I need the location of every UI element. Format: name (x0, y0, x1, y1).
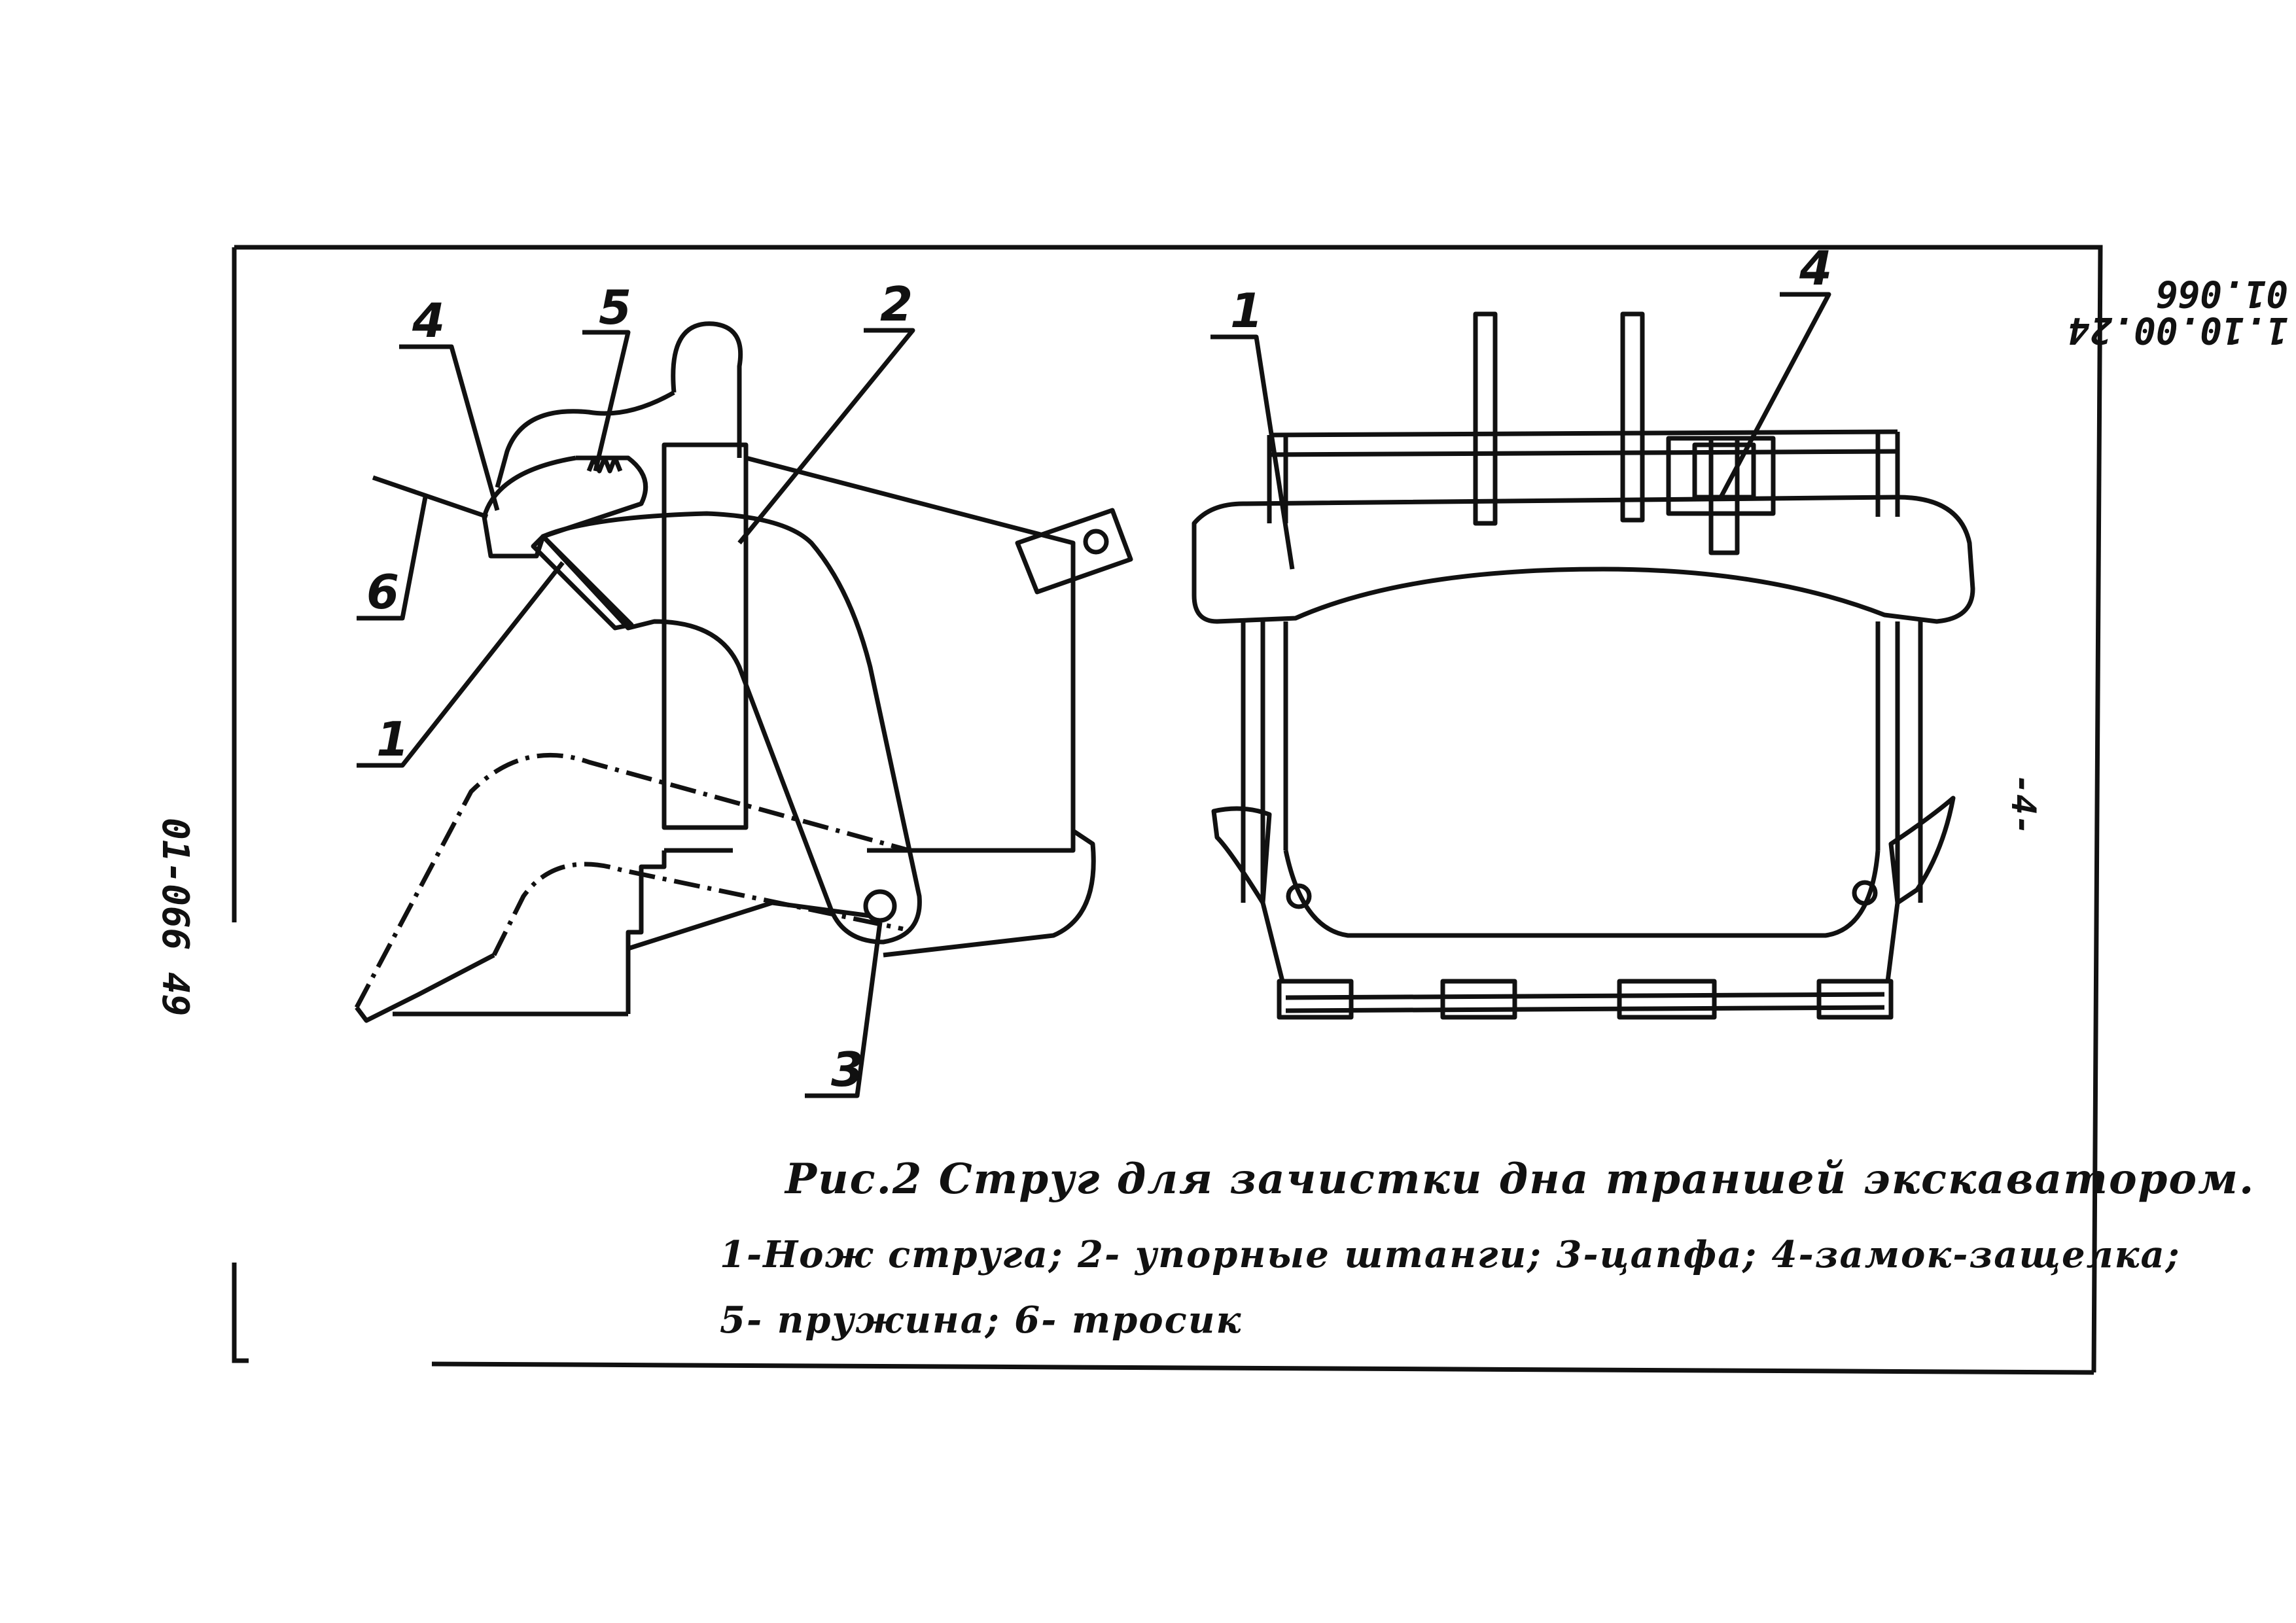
ear-hole (1083, 529, 1109, 555)
figure-caption-title: Рис.2 Струг для зачистки дна траншей экс… (785, 1155, 2255, 1204)
callout-1-side: 1 (376, 712, 409, 767)
callout-3-side: 3 (831, 1042, 864, 1097)
skid-1 (1277, 979, 1354, 1020)
bolt-left (1286, 883, 1312, 909)
base-bar (1285, 992, 1885, 1013)
front-view-callouts: 1 4 (1230, 241, 1832, 338)
bottom-frame (1283, 850, 1881, 938)
front-view (1192, 292, 1975, 1020)
post-left (1473, 311, 1498, 526)
wedge-left (1211, 806, 1272, 905)
sheet-frame (232, 245, 2103, 1375)
ear-plate (1015, 508, 1133, 595)
skid-2 (1440, 979, 1517, 1020)
wedge-right (1888, 795, 1956, 905)
vertical-bar (662, 442, 749, 830)
figure-legend-line1: 1-Нож струга; 2- упорные штанги; 3-цапфа… (720, 1233, 2181, 1276)
latch-hook (671, 321, 743, 458)
post-right (1620, 311, 1645, 523)
page-number: -4- (2003, 774, 2043, 835)
spring (586, 455, 623, 474)
latch-assembly (1666, 436, 1776, 516)
side-view (354, 321, 1133, 1098)
skid-3 (1617, 979, 1717, 1020)
stop-bar (540, 511, 922, 945)
callout-6-side: 6 (366, 565, 399, 620)
margin-code-right-line2: 01.066 (2155, 272, 2289, 315)
margin-code-right-line1: 1.10.00.24 (2068, 309, 2289, 351)
callout-4-side: 4 (412, 293, 445, 348)
callout-5-side: 5 (599, 280, 631, 335)
knife-blade (531, 534, 634, 631)
callout-4-front: 4 (1799, 241, 1832, 296)
side-view-callouts: 4 5 2 6 1 3 (366, 277, 913, 1097)
callout-1-front: 1 (1230, 283, 1263, 338)
cable (372, 475, 489, 519)
plough-body-outline (745, 455, 1076, 853)
margin-code-right: 1.10.00.24 01.066 (2068, 272, 2289, 351)
bolt-right (1852, 880, 1878, 906)
margin-code-left: 01-066 49 (154, 818, 196, 1017)
trunnion-pin (863, 889, 897, 923)
callout-2-side: 2 (880, 277, 913, 332)
skid-4 (1816, 979, 1894, 1020)
knife-beam (1192, 495, 1975, 624)
figure-legend-line2: 5- пружина; 6- тросик (720, 1299, 1243, 1342)
bucket-outline (354, 752, 910, 1009)
